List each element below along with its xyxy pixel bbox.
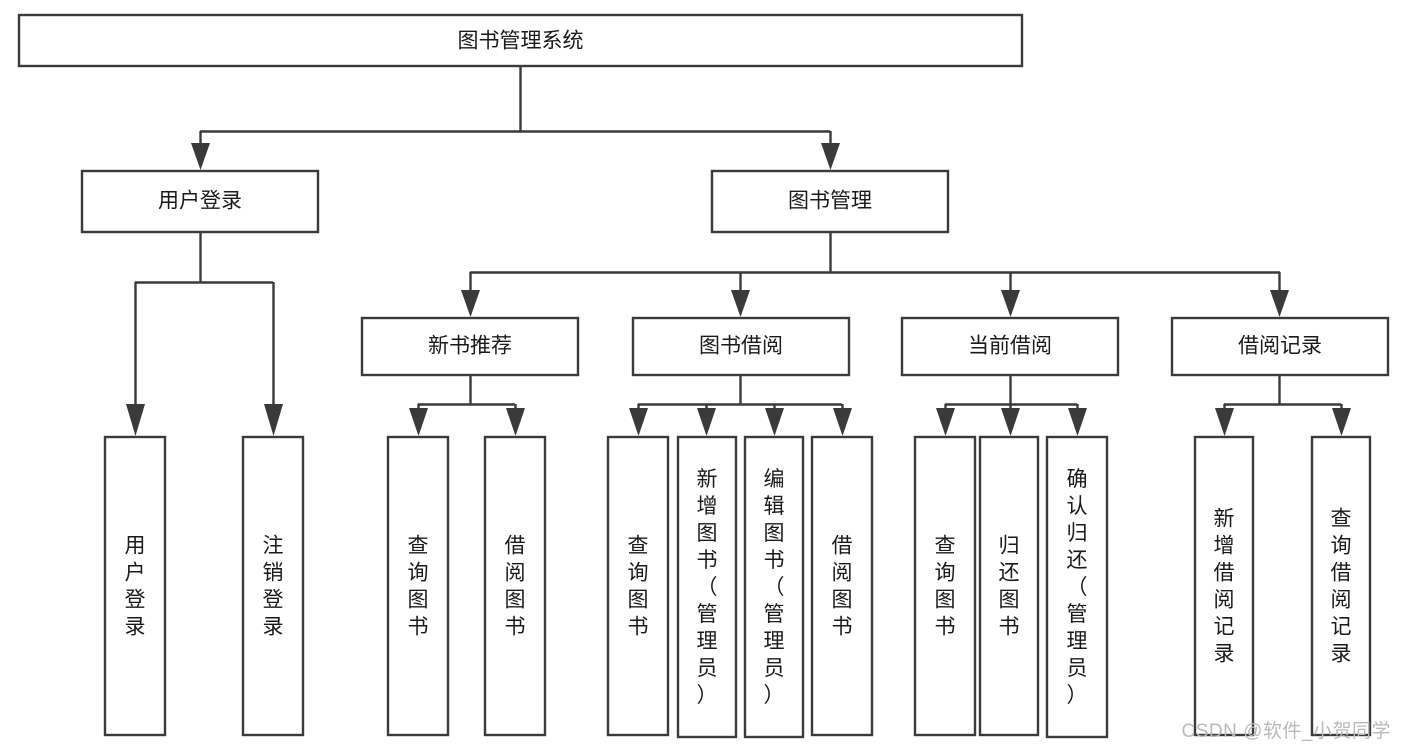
connector-group-user-login — [126, 232, 283, 436]
node-leaf-query-book-rec[interactable]: 查询图书 — [386, 435, 450, 737]
node-root-label: 图书管理系统 — [458, 30, 584, 53]
node-leaf-borrow-book-box[interactable] — [810, 435, 874, 737]
node-leaf-edit-book-box[interactable] — [743, 435, 805, 739]
node-leaf-query-book-borrow-label: 查询图书 — [628, 535, 649, 639]
node-book-borrow[interactable]: 图书借阅 — [631, 316, 851, 377]
arrowhead-leaf-add-record — [1215, 408, 1234, 436]
node-leaf-query-book-current-box[interactable] — [913, 435, 977, 737]
connector-group-borrow-record — [1215, 375, 1351, 436]
node-leaf-borrow-book[interactable]: 借阅图书 — [810, 435, 874, 737]
node-leaf-add-book[interactable]: 新增图书（管理员） — [676, 435, 738, 739]
arrowhead-leaf-logout — [264, 404, 283, 436]
node-leaf-return-book-box[interactable] — [978, 435, 1040, 737]
node-leaf-edit-book[interactable]: 编辑图书（管理员） — [743, 435, 805, 739]
connector-group-book-manage — [461, 232, 1289, 317]
node-book-manage-label: 图书管理 — [788, 190, 872, 213]
node-leaf-borrow-book-rec-label: 借阅图书 — [505, 535, 526, 639]
node-leaf-confirm-return-label: 确认归还（管理员） — [1067, 468, 1088, 707]
arrowhead-leaf-add-book — [697, 408, 716, 436]
arrowhead-leaf-edit-book — [765, 408, 784, 436]
arrowhead-book-manage — [821, 143, 840, 170]
arrowhead-leaf-query-book-borrow — [629, 408, 648, 436]
node-leaf-add-book-box[interactable] — [676, 435, 738, 739]
node-leaf-query-book-borrow[interactable]: 查询图书 — [606, 435, 670, 737]
node-leaf-add-record-box[interactable] — [1193, 435, 1255, 737]
arrowhead-new-book-rec — [461, 290, 480, 317]
arrowhead-leaf-query-book-rec — [409, 408, 428, 436]
node-new-book-rec-label: 新书推荐 — [428, 335, 512, 358]
node-leaf-query-book-current[interactable]: 查询图书 — [913, 435, 977, 737]
node-user-login-label: 用户登录 — [158, 190, 242, 213]
node-borrow-record-box[interactable] — [1170, 316, 1390, 377]
node-user-login[interactable]: 用户登录 — [80, 169, 320, 234]
node-root[interactable]: 图书管理系统 — [17, 13, 1024, 68]
node-leaf-query-record[interactable]: 查询借阅记录 — [1310, 435, 1372, 737]
node-leaf-user-login-label: 用户登录 — [125, 535, 146, 639]
node-leaf-logout-label: 注销登录 — [263, 535, 284, 639]
node-new-book-rec[interactable]: 新书推荐 — [360, 316, 580, 377]
node-root-box[interactable] — [17, 13, 1024, 68]
node-leaf-add-record[interactable]: 新增借阅记录 — [1193, 435, 1255, 737]
connector-group-new-book-rec — [409, 375, 525, 436]
arrowhead-leaf-confirm-return — [1068, 408, 1087, 436]
node-book-manage-box[interactable] — [710, 169, 950, 234]
node-book-borrow-label: 图书借阅 — [699, 335, 783, 358]
node-leaf-logout-box[interactable] — [241, 435, 305, 737]
node-borrow-record-label: 借阅记录 — [1238, 335, 1322, 358]
node-leaf-edit-book-label: 编辑图书（管理员） — [764, 468, 785, 707]
node-leaf-query-book-current-label: 查询图书 — [935, 535, 956, 639]
node-current-borrow[interactable]: 当前借阅 — [900, 316, 1120, 377]
node-book-borrow-box[interactable] — [631, 316, 851, 377]
arrowhead-leaf-return-book — [1001, 408, 1020, 436]
node-leaf-query-book-rec-box[interactable] — [386, 435, 450, 737]
node-leaf-query-record-label: 查询借阅记录 — [1331, 508, 1352, 666]
arrowhead-leaf-query-record — [1332, 408, 1351, 436]
connector-group-current-borrow — [936, 375, 1087, 436]
arrowhead-leaf-borrow-book-rec — [506, 408, 525, 436]
node-current-borrow-label: 当前借阅 — [968, 335, 1052, 358]
node-leaf-query-record-box[interactable] — [1310, 435, 1372, 737]
arrowhead-borrow-record — [1270, 290, 1289, 317]
node-leaf-query-book-borrow-box[interactable] — [606, 435, 670, 737]
connector-group-book-borrow — [629, 375, 852, 436]
arrowhead-leaf-borrow-book — [833, 408, 852, 436]
node-book-manage[interactable]: 图书管理 — [710, 169, 950, 234]
node-leaf-return-book[interactable]: 归还图书 — [978, 435, 1040, 737]
node-leaf-confirm-return-box[interactable] — [1045, 435, 1109, 739]
node-leaf-confirm-return[interactable]: 确认归还（管理员） — [1045, 435, 1109, 739]
node-borrow-record[interactable]: 借阅记录 — [1170, 316, 1390, 377]
connector-group-root — [191, 66, 840, 170]
node-current-borrow-box[interactable] — [900, 316, 1120, 377]
node-leaf-query-book-rec-label: 查询图书 — [408, 535, 429, 639]
arrowhead-leaf-query-book-current — [936, 408, 955, 436]
node-user-login-box[interactable] — [80, 169, 320, 234]
node-leaf-add-book-label: 新增图书（管理员） — [697, 468, 718, 707]
node-leaf-borrow-book-rec[interactable]: 借阅图书 — [483, 435, 547, 737]
node-leaf-borrow-book-label: 借阅图书 — [832, 535, 853, 639]
node-leaf-add-record-label: 新增借阅记录 — [1214, 508, 1235, 666]
node-leaf-logout[interactable]: 注销登录 — [241, 435, 305, 737]
arrowhead-book-borrow — [731, 290, 750, 317]
node-leaf-user-login-box[interactable] — [103, 435, 167, 737]
arrowhead-user-login — [191, 143, 210, 170]
node-leaf-borrow-book-rec-box[interactable] — [483, 435, 547, 737]
arrowhead-current-borrow — [1001, 290, 1020, 317]
arrowhead-leaf-user-login — [126, 404, 145, 436]
node-leaf-user-login[interactable]: 用户登录 — [103, 435, 167, 737]
node-new-book-rec-box[interactable] — [360, 316, 580, 377]
node-leaf-return-book-label: 归还图书 — [999, 535, 1020, 639]
